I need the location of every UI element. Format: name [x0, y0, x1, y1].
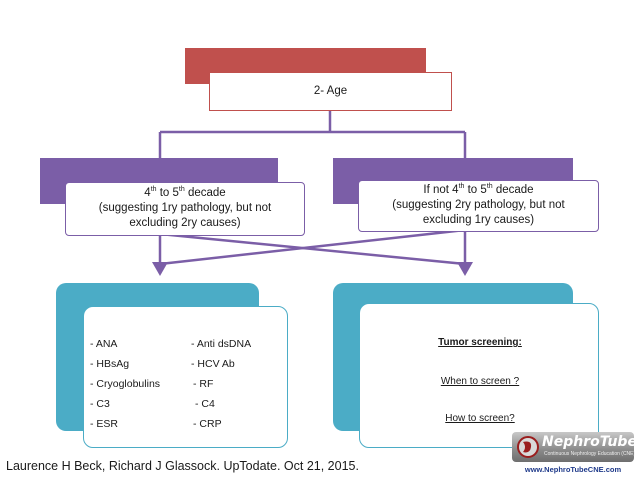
nephrotube-logo: NephroTube Continuous Nephrology Educati…	[512, 432, 637, 476]
right-decade-title: If not 4th to 5th decade	[423, 183, 534, 196]
test-row-5-right: - CRP	[193, 418, 222, 430]
test-row-3-right: - RF	[193, 378, 214, 390]
test-row-1-right: - Anti dsDNA	[191, 338, 252, 350]
when-to-screen-link[interactable]: When to screen ?	[440, 376, 520, 387]
left-arrow-head	[152, 262, 168, 276]
tests-box: - ANA - Anti dsDNA - HBsAg - HCV Ab - Cr…	[83, 306, 288, 448]
tumor-screening-title: Tumor screening:	[438, 337, 522, 348]
left-decade-line2: (suggesting 1ry pathology, but not	[98, 202, 272, 214]
right-decade-line3: excluding 1ry causes)	[422, 214, 535, 226]
cross-line-right-to-left	[159, 228, 466, 266]
left-decade-line3: excluding 2ry causes)	[129, 217, 241, 229]
test-row-2-right: - HCV Ab	[191, 358, 235, 370]
citation: Laurence H Beck, Richard J Glassock. UpT…	[6, 459, 359, 473]
age-box: 2- Age	[209, 72, 452, 111]
age-box-label: 2- Age	[313, 85, 348, 97]
right-arrow-head	[457, 262, 473, 276]
logo-url[interactable]: www.NephroTubeCNE.com	[512, 463, 634, 476]
logo-name: NephroTube	[542, 434, 637, 450]
tumor-box: Tumor screening: When to screen ? How to…	[359, 303, 599, 448]
test-row-4-right: - C4	[195, 398, 215, 410]
left-decade-title: 4th to 5th decade	[144, 186, 226, 199]
test-row-4-left: - C3	[90, 398, 110, 410]
test-row-2-left: - HBsAg	[90, 358, 130, 370]
nephrotube-logo-icon	[517, 436, 539, 458]
left-decade-box: 4th to 5th decade (suggesting 1ry pathol…	[65, 182, 305, 236]
test-row-1-left: - ANA	[90, 338, 118, 350]
logo-subtitle: Continuous Nephrology Education (CNE)	[544, 451, 636, 457]
cross-line-left-to-right	[159, 232, 466, 266]
test-row-3-left: - Cryoglobulins	[90, 378, 161, 390]
right-decade-line2: (suggesting 2ry pathology, but not	[392, 199, 565, 211]
how-to-screen-link[interactable]: How to screen?	[445, 413, 515, 424]
test-row-5-left: - ESR	[90, 418, 119, 430]
right-decade-box: If not 4th to 5th decade (suggesting 2ry…	[358, 180, 599, 232]
